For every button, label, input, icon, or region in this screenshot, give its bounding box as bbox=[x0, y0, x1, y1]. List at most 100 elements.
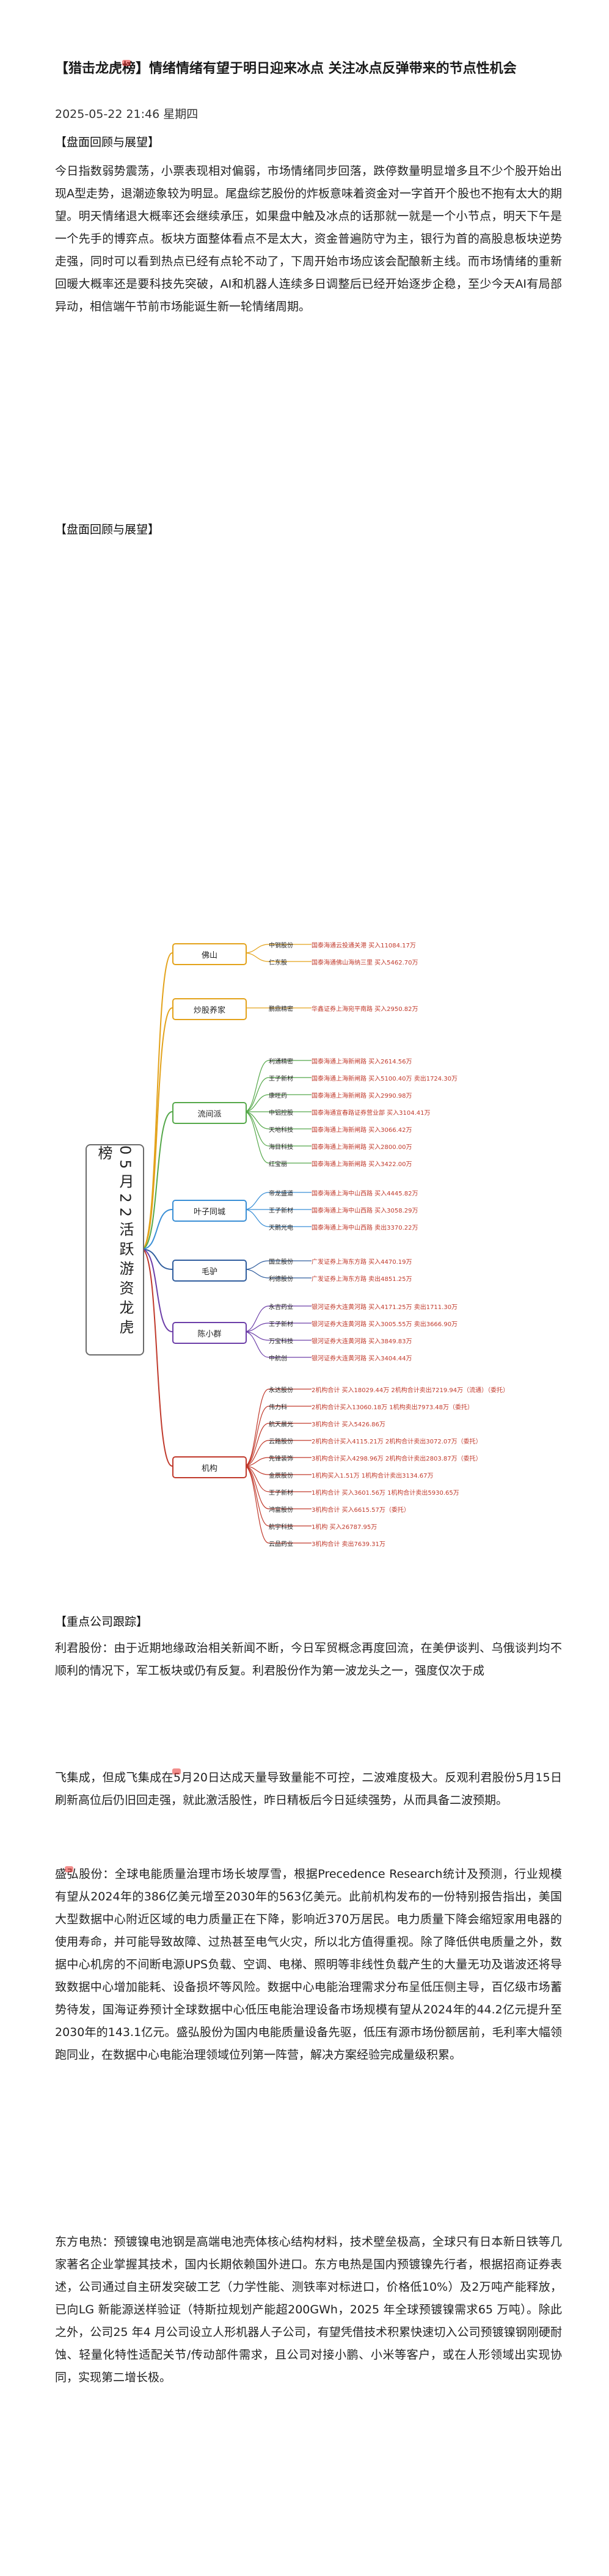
mindmap-leaf: 中航创 银河证券大连黄河路 买入3404.44万 bbox=[269, 1351, 412, 1364]
review-body: 今日指数弱势震荡，小票表现相对偏弱，市场情绪同步回落，跌停数量明显增多且不少个股… bbox=[55, 164, 563, 313]
mindmap-root: 05月22活跃游资龙虎榜 bbox=[86, 1144, 144, 1356]
focus-paragraph-4: 东方电热：预镀镍电池钢是高端电池壳体核心结构材料，技术壁垒极高，全球只有日本新日… bbox=[55, 2235, 562, 2384]
mindmap-leaf: 中铝控股 国泰海通宣春路证券营业部 买入3104.41万 bbox=[269, 1105, 431, 1118]
mindmap-leaf-stock: 康旺药 bbox=[269, 1092, 287, 1100]
mindmap-leaf: 仁东股国泰海通佛山海纳三里 买入5462.70万 bbox=[269, 955, 418, 968]
mindmap-connectors bbox=[141, 944, 312, 1544]
mindmap-leaf-stock: 航宇科技 bbox=[269, 1523, 293, 1531]
highlight-mark bbox=[172, 1768, 181, 1775]
mindmap-branch: 流间派 bbox=[172, 1102, 247, 1124]
mindmap-leaf-stock: 利通精密 bbox=[269, 1058, 293, 1065]
mindmap-leaf-detail: 1机构买入1.51万 1机构合计卖出3134.67万 bbox=[312, 1472, 434, 1480]
mindmap-leaf-connector bbox=[244, 1260, 312, 1270]
mindmap-leaf: 天鹅光电国泰海通上海中山西路 卖出3370.22万 bbox=[269, 1220, 418, 1233]
mindmap-leaf: 王子新材 国泰海通上海中山西路 买入3058.29万 bbox=[269, 1203, 418, 1216]
mindmap-leaf-detail: 3机构合计买入4298.96万 2机构合计卖出2803.87万（委托） bbox=[312, 1455, 482, 1462]
mindmap-leaf: 先锋装饰 3机构合计买入4298.96万 2机构合计卖出2803.87万（委托） bbox=[269, 1451, 482, 1464]
mindmap-branch: 机构 bbox=[172, 1456, 247, 1478]
mindmap-leaf-connector bbox=[244, 1465, 312, 1492]
mindmap-leaf-detail: 国泰海通上海中山西路 买入3058.29万 bbox=[312, 1207, 418, 1214]
mindmap-leaf-stock: 王子新材 bbox=[269, 1207, 293, 1214]
mindmap-branch: 毛驴 bbox=[172, 1260, 247, 1282]
mindmap-leaf-connector bbox=[244, 1094, 312, 1112]
mindmap-branch: 叶子同城 bbox=[172, 1200, 247, 1222]
mindmap-leaf-stock: 先锋装饰 bbox=[269, 1455, 293, 1462]
mindmap-leaf-detail: 国泰海通上海新闸路 买入2614.56万 bbox=[312, 1058, 412, 1065]
mindmap-leaf: 海目科技国泰海通上海新闸路 买入2800.00万 bbox=[269, 1139, 412, 1153]
mindmap-leaf-detail: 银河证券大连黄河路 买入3404.44万 bbox=[312, 1355, 412, 1362]
mindmap-leaf-detail: 银河证券大连黄河路 买入4171.25万 卖出1711.30万 bbox=[312, 1304, 458, 1311]
mindmap-leaf-detail: 广发证券上海东方路 买入4470.19万 bbox=[312, 1258, 412, 1266]
mindmap-leaf-detail: 国泰海通上海中山西路 买入4445.82万 bbox=[312, 1190, 418, 1197]
mindmap-leaf-connector bbox=[244, 1111, 312, 1147]
focus-paragraph-1: 利君股份：由于近期地缘政治相关新闻不断，今日军贸概念再度回流，在美伊谈判、乌俄谈… bbox=[55, 1641, 562, 1677]
mindmap-leaf-detail: 2机构合计买入13060.18万 1机构卖出7973.48万（委托） bbox=[312, 1404, 473, 1411]
mindmap-leaf-connector bbox=[244, 952, 312, 962]
mindmap-branch-connector bbox=[141, 1111, 173, 1250]
mindmap-leaf-connector bbox=[244, 1406, 312, 1467]
mindmap-leaf-connector bbox=[244, 1388, 312, 1467]
article-datetime: 2025-05-22 21:46 星期四 bbox=[55, 108, 199, 121]
mindmap-leaf-connector bbox=[244, 1423, 312, 1467]
mindmap-leaf: 王子新材 银河证券大连黄河路 买入3005.55万 卖出3666.90万 bbox=[269, 1316, 458, 1330]
mindmap-leaf: 鹏鼎精密华鑫证券上海宛平南路 买入2950.82万 bbox=[269, 1001, 418, 1015]
mindmap-leaf-connector bbox=[244, 1305, 312, 1332]
mindmap-leaf: 永吉药业银河证券大连黄河路 买入4171.25万 卖出1711.30万 bbox=[269, 1299, 458, 1313]
mindmap-leaf-stock: 王子新材 bbox=[269, 1489, 293, 1497]
mindmap-leaf-stock: 中钢股份 bbox=[269, 942, 293, 949]
mindmap-leaf-detail: 银河证券大连黄河路 买入3849.83万 bbox=[312, 1338, 412, 1345]
mindmap-leaf-stock: 王子新材 bbox=[269, 1075, 293, 1082]
focus-paragraph-2: 飞集成，但成飞集成在5月20日达成天量导致量能不可控，二波难度极大。反观利君股份… bbox=[55, 1771, 562, 1807]
mindmap-leaf-connector bbox=[244, 1209, 312, 1227]
mindmap-leaf-stock: 云路股份 bbox=[269, 1438, 293, 1445]
mindmap-leaf-detail: 1机构 买入26787.95万 bbox=[312, 1523, 377, 1531]
mindmap-leaf-detail: 国泰海通上海新闸路 买入3422.00万 bbox=[312, 1161, 412, 1168]
focus-paragraph-3: 盛弘股份：全球电能质量治理市场长坡厚雪，根据Precedence Researc… bbox=[55, 1867, 562, 2062]
mindmap-leaf-connector bbox=[244, 1457, 312, 1467]
mindmap-leaf-stock: 中铝控股 bbox=[269, 1109, 293, 1117]
mindmap-leaf: 永达股份 2机构合计 买入18029.44万 2机构合计卖出7219.94万（流通… bbox=[269, 1382, 509, 1396]
mindmap-leaf-stock: 仁东股 bbox=[269, 959, 287, 966]
mindmap-branch-connector bbox=[141, 1209, 173, 1250]
mindmap-leaf-detail: 2机构合计买入4115.21万 2机构合计卖出3072.07万（委托） bbox=[312, 1438, 482, 1445]
mindmap-leaf-stock: 永达股份 bbox=[269, 1387, 293, 1394]
mindmap-leaf-detail: 银河证券大连黄河路 买入3005.55万 卖出3666.90万 bbox=[312, 1321, 458, 1328]
mindmap-leaf-detail: 3机构合计 买入6615.57万（委托） bbox=[312, 1506, 410, 1514]
mindmap-leaf-detail: 2机构合计 买入18029.44万 2机构合计卖出7219.94万（流通）（委托… bbox=[312, 1387, 509, 1394]
mindmap-branch: 佛山 bbox=[172, 943, 247, 965]
mindmap-leaf: 云品药业 3机构合计 卖出7639.31万 bbox=[269, 1536, 385, 1550]
mindmap-leaf: 利通精密 国泰海通上海新闸路 买入2614.56万 bbox=[269, 1054, 412, 1067]
mindmap-leaf-detail: 华鑫证券上海宛平南路 买入2950.82万 bbox=[312, 1005, 418, 1013]
mindmap-leaf-stock: 王子新材 bbox=[269, 1321, 293, 1328]
mindmap-leaf-detail: 国泰海通上海新闸路 买入3066.42万 bbox=[312, 1126, 412, 1134]
highlight-mark bbox=[122, 60, 131, 66]
mindmap-leaf-stock: 中航创 bbox=[269, 1355, 287, 1362]
mindmap-leaf: 帝龙盛道国泰海通上海中山西路 买入4445.82万 bbox=[269, 1186, 418, 1199]
mindmap-leaf: 康旺药国泰海通上海新闸路 买入2990.98万 bbox=[269, 1088, 412, 1101]
mindmap-branch-connector bbox=[141, 952, 173, 1250]
mindmap-leaf-stock: 航天晨光 bbox=[269, 1421, 293, 1428]
mindmap-leaf: 中钢股份国泰海通云投通关港 买入11084.17万 bbox=[269, 938, 416, 951]
mindmap-leaf-stock: 万宝科技 bbox=[269, 1338, 293, 1345]
mindmap-leaf-stock: 云品药业 bbox=[269, 1541, 293, 1548]
article-title: 【猎击龙虎榜】情绪情绪有望于明日迎来冰点 关注冰点反弹带来的节点性机会 bbox=[55, 61, 517, 76]
mindmap-leaf: 利德股份广发证券上海东方路 卖出4851.25万 bbox=[269, 1271, 412, 1285]
mindmap-leaf-detail: 国泰海通上海新闸路 买入5100.40万 卖出1724.30万 bbox=[312, 1075, 458, 1082]
mindmap-leaf-connector bbox=[244, 1440, 312, 1467]
mindmap-leaf-connector bbox=[244, 1192, 312, 1210]
mindmap-leaf-connector bbox=[244, 944, 312, 954]
mindmap-leaf-connector bbox=[244, 1060, 312, 1112]
mindmap-leaf-connector bbox=[244, 1331, 312, 1341]
mindmap-leaf-connector bbox=[244, 1331, 312, 1358]
mindmap-leaf-connector bbox=[244, 1465, 312, 1475]
mindmap-leaf-detail: 3机构合计 卖出7639.31万 bbox=[312, 1541, 385, 1548]
mindmap-leaf: 天地科技国泰海通上海新闸路 买入3066.42万 bbox=[269, 1122, 412, 1136]
mindmap-leaf: 王子新材 国泰海通上海新闸路 买入5100.40万 卖出1724.30万 bbox=[269, 1071, 458, 1084]
mindmap-root-label: 05月22活跃游资龙虎榜 bbox=[95, 1145, 134, 1340]
mindmap-leaf-detail: 国泰海通宣春路证券营业部 买入3104.41万 bbox=[312, 1109, 431, 1117]
review-subheading-marker: 【盘面回顾与展望】 bbox=[55, 520, 159, 537]
mindmap-leaf-stock: 伟力科 bbox=[269, 1404, 287, 1411]
